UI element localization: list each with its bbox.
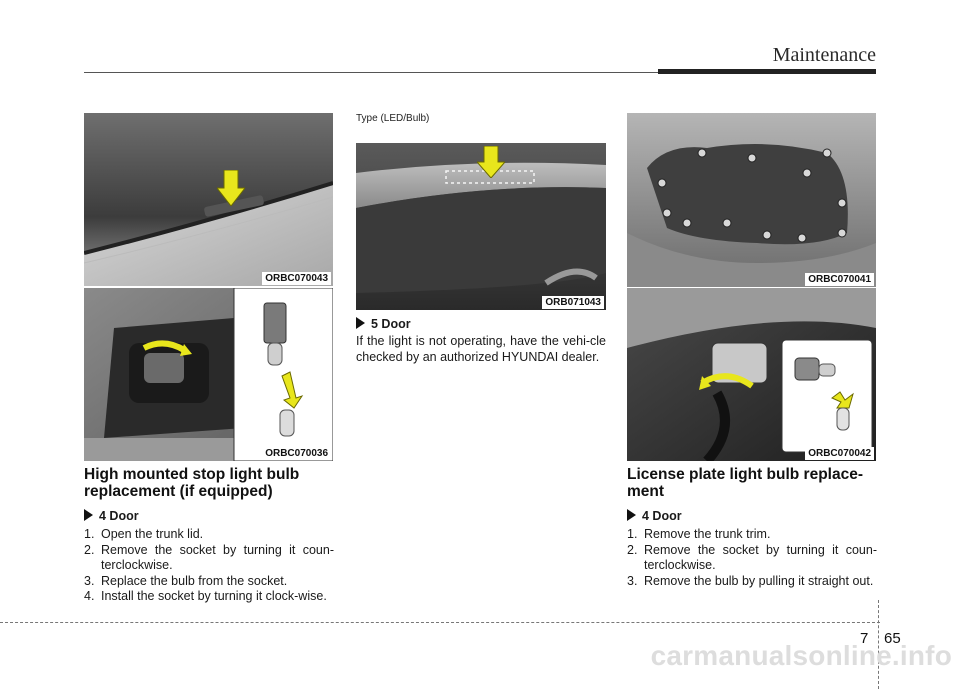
- list-item: 1.Open the trunk lid.: [84, 527, 204, 541]
- list-item: 2.Remove the socket by turning it coun-t…: [84, 542, 334, 573]
- list-item: 1.Remove the trunk trim.: [627, 527, 771, 541]
- subhead: 4 Door: [84, 508, 334, 524]
- page-number: 65: [884, 630, 901, 647]
- left-column: High mounted stop light bulb replacement…: [84, 466, 334, 605]
- steps-list: 1.Remove the trunk trim. 2.Remove the so…: [627, 527, 877, 589]
- figure-license-socket: ORBC070042: [627, 288, 876, 461]
- title-line: ment: [627, 483, 665, 500]
- figure-caption: Type (LED/Bulb): [356, 113, 430, 124]
- figure-code: ORBC070041: [805, 273, 874, 286]
- figure-trunk-trim: ORBC070041: [627, 113, 876, 287]
- list-item: 4.Install the socket by turning it clock…: [84, 589, 327, 603]
- arrow-down-icon: [477, 146, 505, 178]
- subhead-label: 5 Door: [371, 317, 411, 331]
- subhead: 5 Door: [356, 316, 606, 332]
- figure-code: ORBC070042: [805, 447, 874, 460]
- section-title: High mounted stop light bulb replacement…: [84, 466, 334, 500]
- title-line: High mounted stop light bulb: [84, 466, 300, 483]
- triangle-bullet-icon: [627, 509, 636, 521]
- subhead: 4 Door: [627, 508, 877, 524]
- subhead-label: 4 Door: [99, 509, 139, 523]
- list-item: 3.Replace the bulb from the socket.: [84, 573, 288, 588]
- section-title: License plate light bulb replace- ment: [627, 466, 877, 500]
- header-rule: [84, 72, 658, 73]
- footer-rule: [0, 622, 880, 623]
- title-line: replacement (if equipped): [84, 483, 273, 500]
- figure-code: ORBC070043: [262, 272, 331, 285]
- subhead-label: 4 Door: [642, 509, 682, 523]
- header-rule-accent: [658, 69, 876, 74]
- list-item: 3.Remove the bulb by pulling it straight…: [627, 573, 874, 588]
- figure-rear-window: ORBC070043: [84, 113, 333, 286]
- chapter-number: 7: [860, 630, 869, 647]
- figure-code: ORB071043: [542, 296, 604, 309]
- title-line: License plate light bulb replace-: [627, 466, 863, 483]
- figure-5door-spoiler: Type (LED/Bulb) ORB071043: [356, 113, 606, 310]
- figure-code: ORBC070036: [262, 447, 331, 460]
- body-paragraph: If the light is not operating, have the …: [356, 334, 606, 364]
- triangle-bullet-icon: [356, 317, 365, 329]
- figure-socket-detail: ORBC070036: [84, 288, 333, 461]
- arrow-down-icon: [217, 170, 245, 206]
- footer-divider: [878, 600, 879, 689]
- watermark: carmanualsonline.info: [650, 640, 952, 671]
- section-header: Maintenance: [772, 44, 876, 66]
- middle-column: 5 Door If the light is not operating, ha…: [356, 316, 606, 365]
- triangle-bullet-icon: [84, 509, 93, 521]
- right-column: License plate light bulb replace- ment 4…: [627, 466, 877, 589]
- steps-list: 1.Open the trunk lid. 2.Remove the socke…: [84, 527, 334, 605]
- list-item: 2.Remove the socket by turning it coun-t…: [627, 542, 877, 573]
